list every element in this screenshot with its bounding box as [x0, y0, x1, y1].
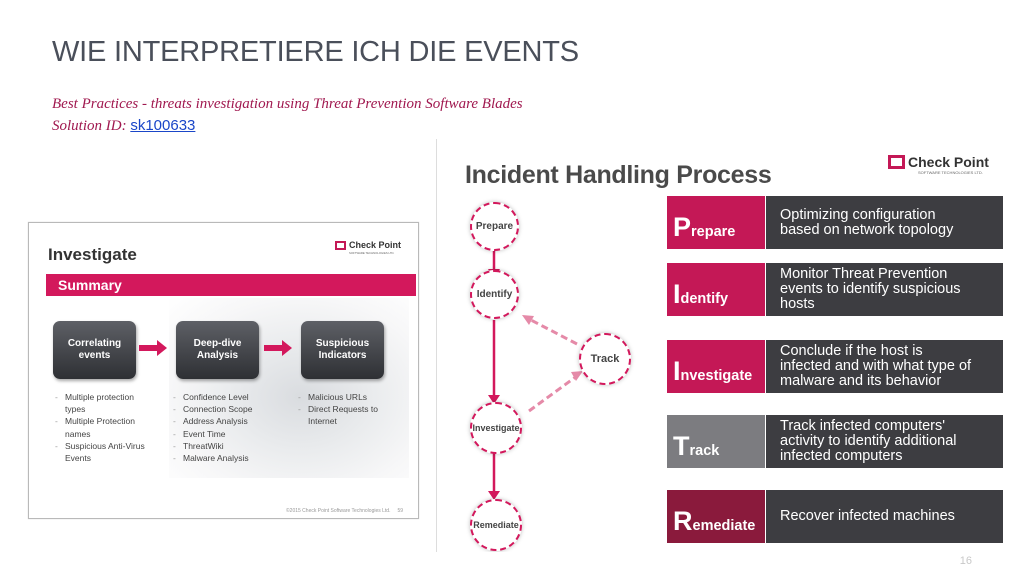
track-label: Track	[667, 415, 765, 468]
solution-id-label: Solution ID:	[52, 118, 127, 134]
identify-label: Identify	[667, 263, 765, 316]
subtitle-line: Best Practices - threats investigation u…	[52, 96, 523, 112]
page-number: 16	[959, 555, 972, 567]
logo-text: Check Point	[908, 154, 989, 170]
logo-sub: SOFTWARE TECHNOLOGIES LTD.	[918, 170, 983, 175]
logo-sub: SOFTWARE TECHNOLOGIES LTD.	[349, 251, 395, 255]
slide-footer: ©2015 Check Point Software Technologies …	[285, 508, 403, 514]
investigate-circle: Investigate	[470, 402, 522, 454]
list-item: Event Time	[173, 428, 252, 440]
subtitle: Best Practices - threats investigation u…	[52, 94, 523, 137]
track-circle: Track	[579, 333, 631, 385]
bullets-suspicious: Malicious URLs Direct Requests toInterne…	[298, 391, 378, 428]
page-title: WIE INTERPRETIERE ICH DIE EVENTS	[52, 36, 579, 68]
process-flow-arrows	[488, 251, 583, 500]
list-item: ThreatWiki	[173, 440, 252, 452]
identify-circle: Identify	[470, 270, 519, 319]
box-line: Indicators	[318, 350, 367, 361]
list-item: Connection Scope	[173, 403, 252, 415]
list-item: Malware Analysis	[173, 452, 252, 464]
solution-id-line: Solution ID: sk100633	[52, 115, 523, 137]
track-description: Track infected computers'activity to ide…	[766, 415, 1003, 468]
remediate-circle: Remediate	[470, 499, 522, 551]
prepare-circle: Prepare	[470, 202, 519, 251]
check-point-logo: Check Point SOFTWARE TECHNOLOGIES LTD.	[335, 240, 401, 255]
summary-bar: Summary	[46, 274, 416, 296]
list-item: Address Analysis	[173, 415, 252, 427]
check-point-logo: Check Point SOFTWARE TECHNOLOGIES LTD.	[888, 154, 989, 175]
bullets-deep-dive: Confidence Level Connection Scope Addres…	[173, 391, 252, 464]
list-item: Malicious URLs	[298, 391, 378, 403]
incident-handling-slide: Incident Handling Process Check Point SO…	[436, 139, 1005, 552]
remediate-description: Recover infected machines	[766, 490, 1003, 543]
slide-title: Investigate	[48, 245, 137, 264]
arrow-right-icon	[264, 340, 292, 356]
slide-title: Incident Handling Process	[465, 161, 772, 189]
investigate-slide: Investigate Check Point SOFTWARE TECHNOL…	[28, 222, 419, 519]
investigate-label: Investigate	[667, 340, 765, 393]
box-line: Analysis	[196, 350, 239, 361]
arrow-right-icon	[139, 340, 167, 356]
logo-text: Check Point	[349, 240, 401, 250]
solution-link[interactable]: sk100633	[130, 117, 196, 134]
box-line: Deep-dive	[193, 338, 242, 349]
prepare-label: Prepare	[667, 196, 765, 249]
list-item: Confidence Level	[173, 391, 252, 403]
remediate-label: Remediate	[667, 490, 765, 543]
box-line: Suspicious	[315, 338, 370, 349]
box-line: events	[78, 350, 111, 361]
box-line: Correlating	[67, 338, 122, 349]
